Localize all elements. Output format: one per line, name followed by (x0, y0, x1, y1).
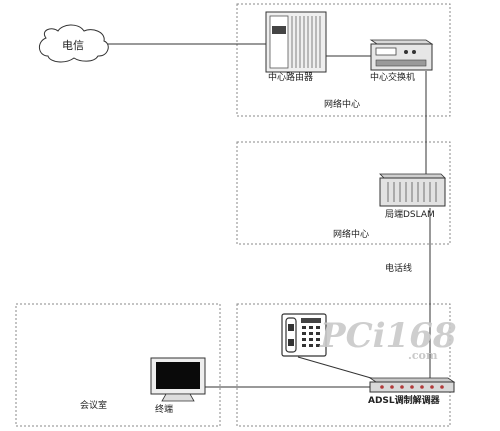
zone-network-center-middle (236, 141, 451, 245)
terminal-label: 终端 (155, 405, 174, 415)
zone-meeting-label: 会议室 (80, 401, 108, 411)
zone-top-label: 网络中心 (324, 100, 361, 110)
modem-label: ADSL调制解调器 (368, 396, 440, 406)
dslam-icon (379, 173, 446, 207)
zone-network-center-top (236, 3, 451, 117)
watermark-suffix: .com (408, 349, 438, 362)
connection-lines (106, 43, 431, 388)
router-label: 中心路由器 (268, 73, 314, 83)
cloud-icon (39, 24, 109, 63)
telephone-icon (281, 313, 327, 357)
link-phone-modem (297, 356, 379, 381)
watermark-logo: PCi168 (320, 316, 457, 356)
phone-line-label: 电话线 (385, 264, 413, 274)
zone-middle-label: 网络中心 (333, 230, 370, 240)
zone-meeting-room (15, 303, 221, 427)
watermark-main: PCi168 (320, 316, 457, 356)
monitor-icon (150, 357, 206, 402)
dslam-label: 局端DSLAM (385, 210, 435, 220)
router-icon (265, 11, 327, 73)
switch-icon (369, 39, 434, 71)
cloud-label: 电信 (62, 39, 84, 52)
modem-icon (368, 377, 456, 393)
zone-user-side (236, 303, 451, 427)
switch-label: 中心交换机 (370, 73, 416, 83)
